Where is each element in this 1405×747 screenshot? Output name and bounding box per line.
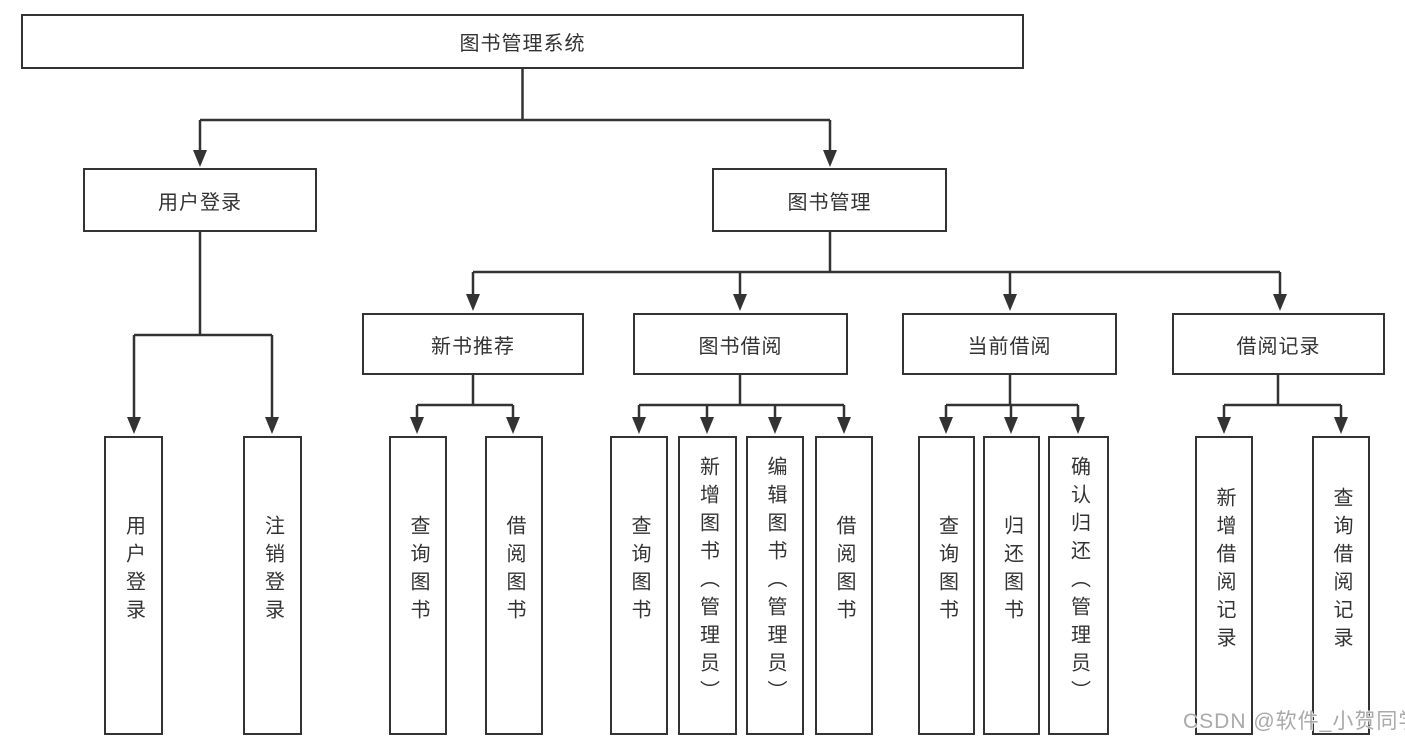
leaf-cb-return-books: 归还图书	[983, 436, 1040, 735]
node-new-book-recommend: 新书推荐	[362, 313, 584, 375]
leaf-logout: 注销登录	[243, 436, 302, 735]
leaf-cb-query-books: 查询图书	[918, 436, 975, 735]
node-book-borrowing-label: 图书借阅	[698, 335, 783, 358]
leaf-nbr-query-books: 查询图书	[389, 436, 447, 735]
leaf-cb-return-books-label: 归还图书	[1000, 514, 1023, 627]
node-borrowing-records: 借阅记录	[1172, 313, 1385, 375]
node-current-borrowing-label: 当前借阅	[967, 335, 1052, 358]
node-current-borrowing: 当前借阅	[902, 313, 1117, 375]
leaf-bb-borrow-books: 借阅图书	[815, 436, 873, 735]
leaf-nbr-borrow-books: 借阅图书	[485, 436, 543, 735]
leaf-cb-query-books-label: 查询图书	[935, 514, 958, 627]
leaf-br-add-record: 新增借阅记录	[1195, 436, 1253, 735]
node-user-login-label: 用户登录	[158, 191, 242, 214]
leaf-logout-label: 注销登录	[261, 514, 284, 627]
leaf-cb-confirm-return: 确认归还（管理员）	[1048, 436, 1109, 735]
node-book-management: 图书管理	[712, 168, 947, 232]
leaf-bb-add-books: 新增图书（管理员）	[678, 436, 737, 735]
leaf-bb-edit-books: 编辑图书（管理员）	[746, 436, 804, 735]
leaf-bb-add-books-label: 新增图书（管理员）	[696, 455, 719, 708]
leaf-br-query-record: 查询借阅记录	[1312, 436, 1370, 735]
node-root-label: 图书管理系统	[459, 33, 586, 55]
leaf-user-login-label: 用户登录	[122, 514, 145, 627]
node-new-book-recommend-label: 新书推荐	[431, 335, 515, 358]
node-borrowing-records-label: 借阅记录	[1236, 335, 1321, 358]
node-root: 图书管理系统	[21, 14, 1024, 69]
node-book-management-label: 图书管理	[787, 191, 872, 214]
leaf-br-add-record-label: 新增借阅记录	[1213, 486, 1235, 655]
watermark: CSDN @软件_小贺同学	[1183, 710, 1405, 733]
leaf-cb-confirm-return-label: 确认归还（管理员）	[1067, 455, 1090, 708]
leaf-nbr-borrow-books-label: 借阅图书	[503, 514, 525, 627]
leaf-bb-borrow-books-label: 借阅图书	[833, 514, 855, 627]
leaf-bb-query-books-label: 查询图书	[628, 514, 650, 627]
leaf-bb-query-books: 查询图书	[610, 436, 668, 735]
node-book-borrowing: 图书借阅	[633, 313, 848, 375]
leaf-nbr-query-books-label: 查询图书	[407, 514, 429, 627]
node-user-login: 用户登录	[83, 168, 317, 232]
leaf-bb-edit-books-label: 编辑图书（管理员）	[764, 455, 786, 708]
leaf-user-login: 用户登录	[104, 436, 163, 735]
leaf-br-query-record-label: 查询借阅记录	[1330, 486, 1352, 655]
